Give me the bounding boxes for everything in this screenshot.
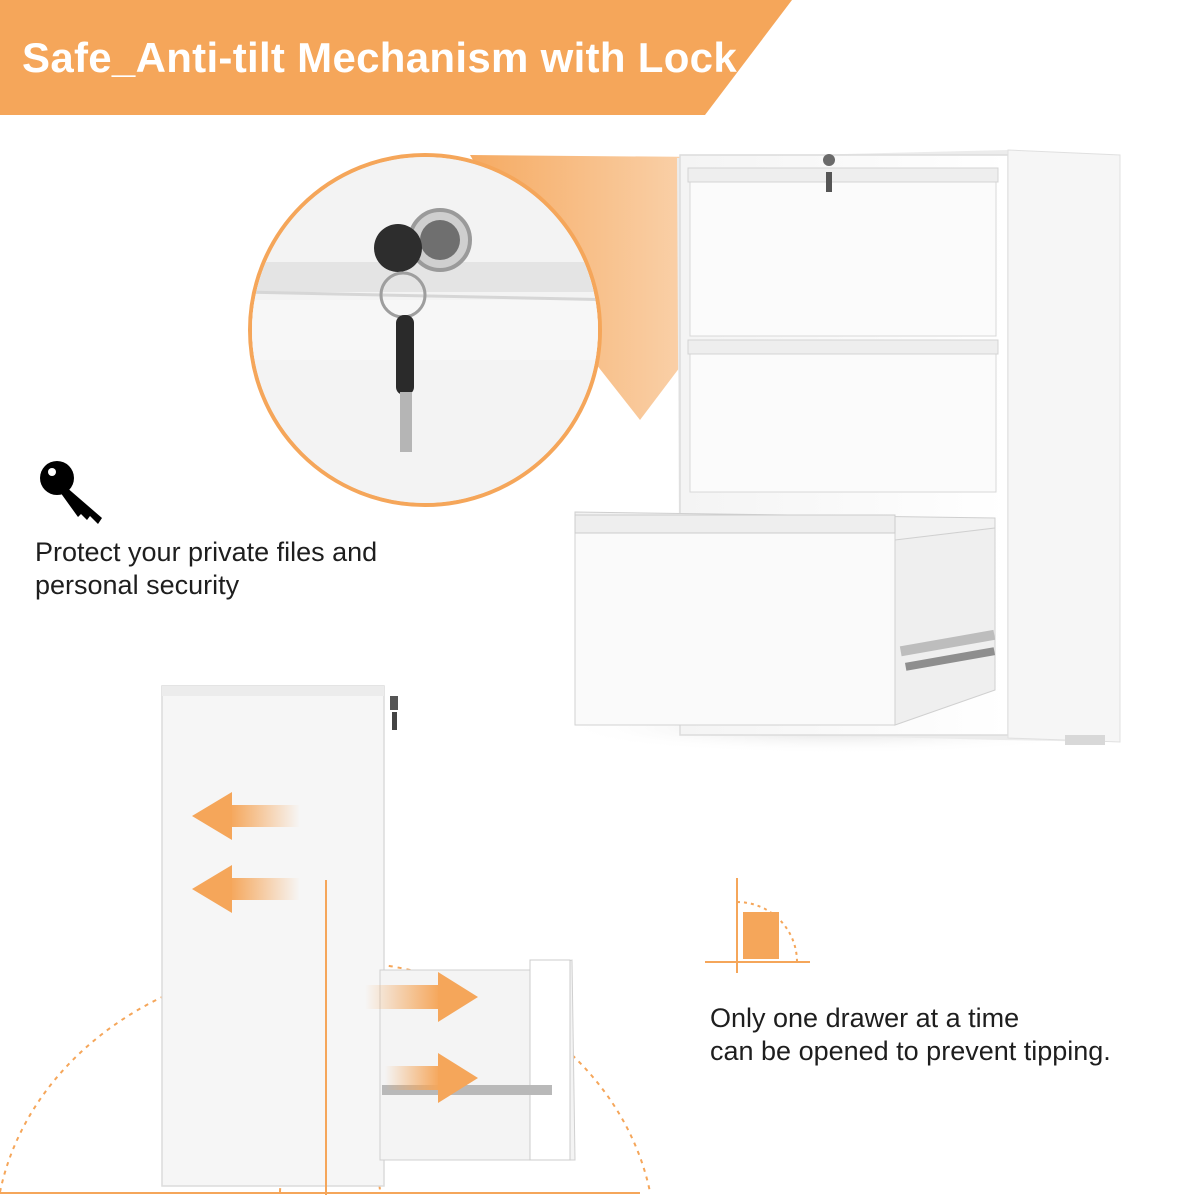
header-banner: Safe_Anti-tilt Mechanism with Lock xyxy=(0,0,800,115)
lock-closeup xyxy=(248,153,602,507)
cabinet-illustration xyxy=(248,149,1121,754)
feature-anti-tilt-line-2: can be opened to prevent tipping. xyxy=(710,1036,1111,1066)
banner-title: Safe_Anti-tilt Mechanism with Lock xyxy=(22,34,737,81)
feature-security-line-1: Protect your private files and xyxy=(35,537,378,567)
push-left-arrows xyxy=(192,792,300,913)
anti-tilt-diagram xyxy=(0,685,651,1195)
cabinet-side xyxy=(161,685,385,1187)
feature-anti-tilt-text: Only one drawer at a time can be opened … xyxy=(710,1002,1111,1068)
filing-cabinet xyxy=(574,149,1121,745)
feature-security-text: Protect your private files and personal … xyxy=(35,536,377,602)
feature-security-line-2: personal security xyxy=(35,570,240,600)
banner-shape xyxy=(0,0,792,115)
feature-anti-tilt-line-1: Only one drawer at a time xyxy=(710,1003,1020,1033)
pull-right-arrows xyxy=(365,972,478,1103)
tilt-block-icon xyxy=(705,878,810,973)
key-icon xyxy=(40,461,102,524)
